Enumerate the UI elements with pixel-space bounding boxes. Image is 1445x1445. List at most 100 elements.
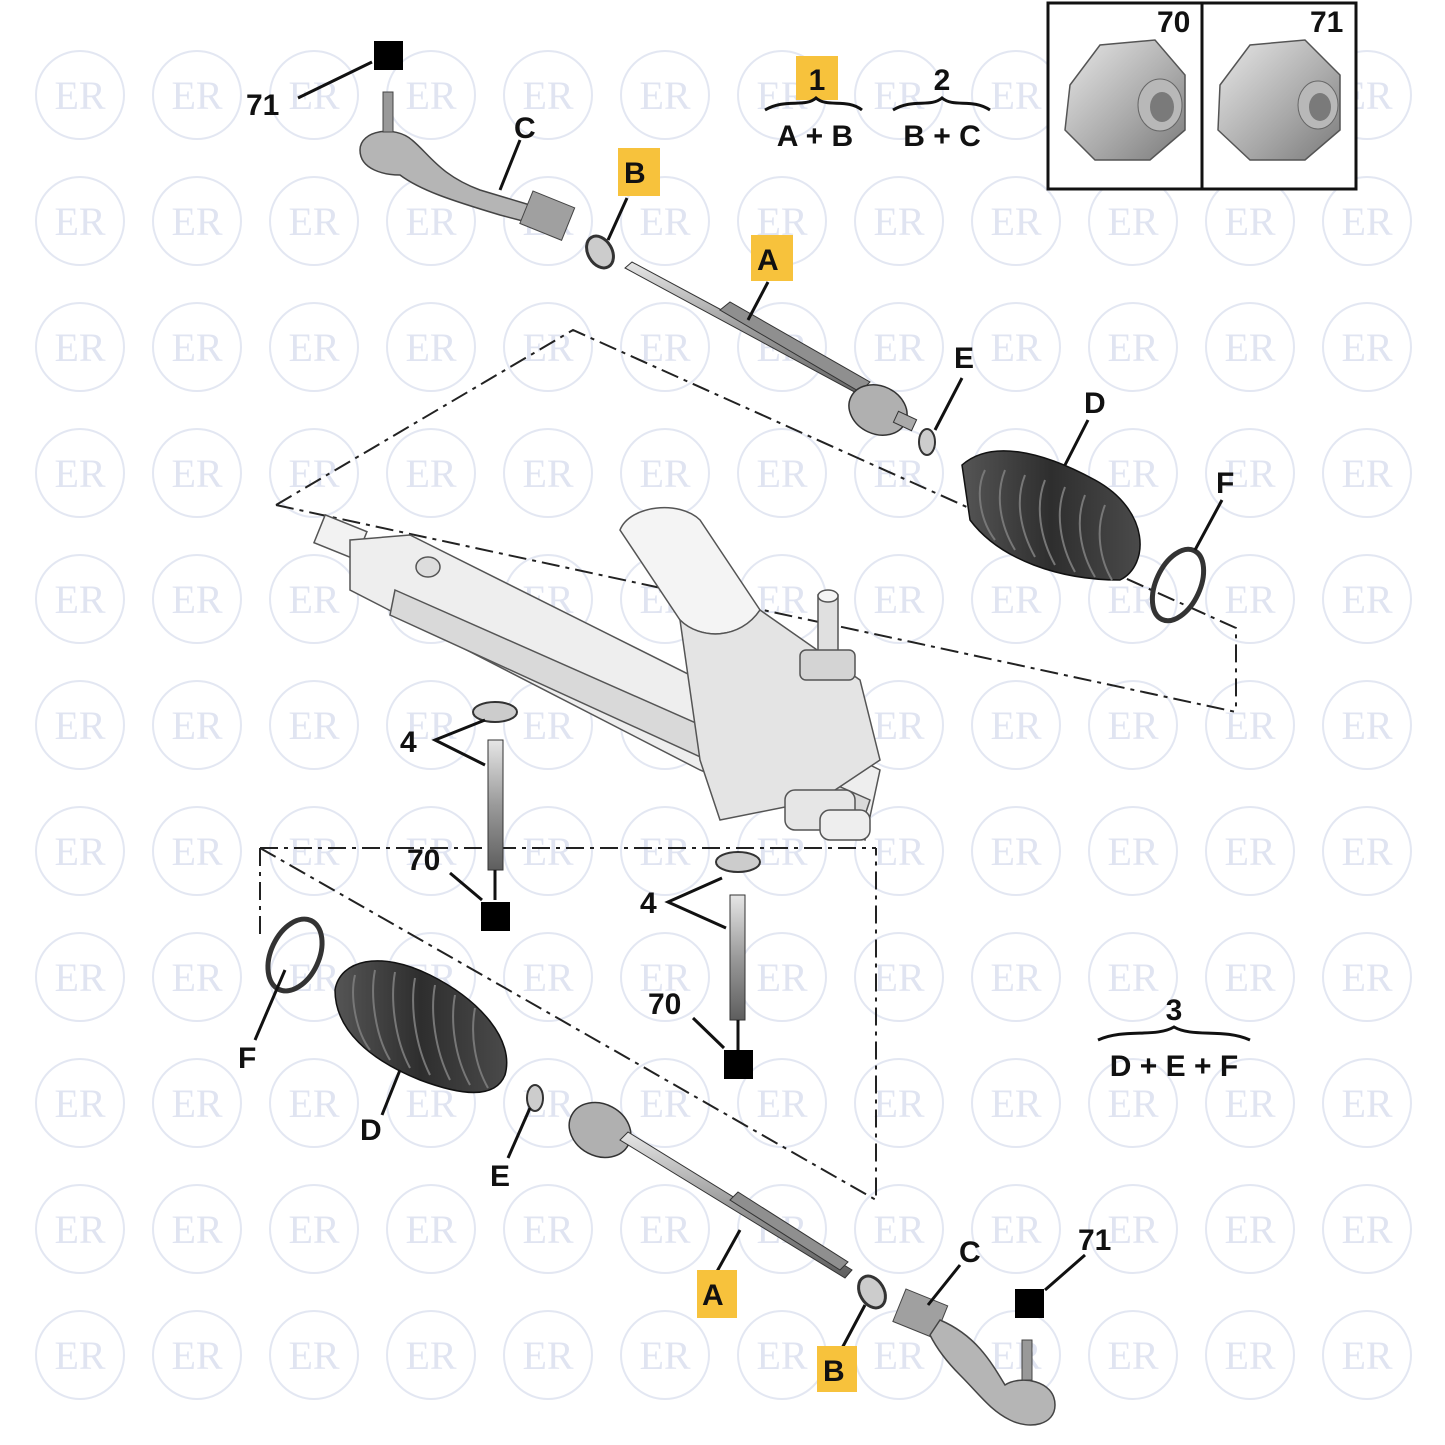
watermark-ring [269, 302, 359, 392]
kit-1-highlight [796, 56, 838, 100]
mount-bolt-mid [729, 894, 746, 1050]
watermark-ring [269, 1058, 359, 1148]
watermark-text: ER [54, 703, 105, 748]
watermark-ring [386, 806, 476, 896]
watermark-text: ER [288, 451, 339, 496]
callout-labels: 71 C B A E D F 4 70 4 70 F D E A B C 71 [238, 89, 1234, 1388]
watermark-text: ER [873, 577, 924, 622]
watermark-ring [737, 1184, 827, 1274]
watermark-ring [1205, 302, 1295, 392]
kit-1-formula: A + B [777, 120, 853, 153]
watermark-text: ER [1341, 703, 1392, 748]
watermark-text: ER [639, 1207, 690, 1252]
nut-markers [374, 41, 1044, 1318]
watermark-ring [35, 554, 125, 644]
watermark-text: ER [873, 1207, 924, 1252]
watermark-text: ER [756, 829, 807, 874]
watermark-text: ER [1224, 451, 1275, 496]
washer-b-bottom [857, 1274, 887, 1310]
mount-washer-mid [715, 851, 761, 873]
watermark-ring [269, 1310, 359, 1400]
watermark-text: ER [1107, 1081, 1158, 1126]
label-e-top: E [954, 342, 974, 375]
watermark-text: ER [171, 955, 222, 1000]
watermark-text: ER [54, 955, 105, 1000]
watermark-text: ER [288, 1081, 339, 1126]
watermark-ring [152, 806, 242, 896]
watermark-text: ER [990, 1207, 1041, 1252]
inner-tie-rod-top [624, 261, 918, 436]
watermark-text: ER [873, 1081, 924, 1126]
label-d-bottom: D [360, 1114, 382, 1147]
watermark-ring [620, 1058, 710, 1148]
washer-b-top [585, 234, 615, 270]
watermark-text: ER [1107, 451, 1158, 496]
watermark-text: ER [522, 1333, 573, 1378]
watermark-text: ER [1107, 829, 1158, 874]
watermark-text: ER [171, 451, 222, 496]
watermark-text: ER [990, 1081, 1041, 1126]
steering-rack-housing [313, 507, 881, 842]
watermark-text: ER [522, 703, 573, 748]
watermark-ring [152, 1058, 242, 1148]
watermark-text: ER [288, 955, 339, 1000]
watermark-text: ER [522, 73, 573, 118]
highlight-boxes [618, 148, 857, 1392]
watermark-text: ER [405, 1333, 456, 1378]
watermark-ring [620, 806, 710, 896]
watermark-ring [971, 302, 1061, 392]
watermark-ring [386, 302, 476, 392]
watermark-ring [620, 1184, 710, 1274]
watermark-text: ER [756, 451, 807, 496]
label-71-bottom: 71 [1078, 1224, 1111, 1257]
watermark-text: ER [522, 829, 573, 874]
watermark-ring [854, 176, 944, 266]
watermark-text: ER [873, 199, 924, 244]
label-4-left: 4 [400, 726, 417, 759]
watermark-ring [152, 302, 242, 392]
watermark-ring [971, 176, 1061, 266]
label-b-top: B [624, 157, 646, 190]
bellows-boot-top [961, 450, 1141, 581]
watermark-ring [503, 1184, 593, 1274]
watermark-ring [971, 1184, 1061, 1274]
watermark-text: ER [990, 325, 1041, 370]
marker-71-top [374, 41, 403, 70]
watermark-ring [1088, 1058, 1178, 1148]
watermark-text: ER [171, 1207, 222, 1252]
watermark-text: ER [873, 1333, 924, 1378]
watermark-ring [269, 176, 359, 266]
inner-tie-rod-bottom [568, 1101, 853, 1279]
label-f-bottom: F [238, 1042, 256, 1075]
watermark-text: ER [54, 577, 105, 622]
watermark-ring [269, 428, 359, 518]
watermark-ring [35, 176, 125, 266]
label-70-mid: 70 [648, 988, 681, 1021]
nut-71-image [1217, 39, 1341, 161]
label-4-mid: 4 [640, 887, 657, 920]
kit-1-number: 1 [809, 64, 826, 97]
inset-label-71: 71 [1310, 6, 1343, 39]
watermark-ring [1205, 932, 1295, 1022]
watermark-ring [620, 302, 710, 392]
nut-inset: 70 71 [1046, 1, 1358, 191]
assembly-frame-bottom [259, 847, 877, 1202]
watermark-text: ER [405, 199, 456, 244]
watermark-ring [1322, 554, 1412, 644]
watermark-text: ER [873, 451, 924, 496]
watermark-ring [1322, 428, 1412, 518]
watermark-ring [854, 302, 944, 392]
label-e-bottom: E [490, 1160, 510, 1193]
watermark-text: ER [288, 1333, 339, 1378]
watermark-ring [503, 50, 593, 140]
watermark-text: ER [1224, 577, 1275, 622]
mount-washer-left [472, 701, 518, 723]
watermark-ring [503, 428, 593, 518]
watermark-ring [854, 50, 944, 140]
watermark-text: ER [1341, 577, 1392, 622]
watermark-text: ER [873, 955, 924, 1000]
watermark-text: ER [1224, 325, 1275, 370]
watermark-ring [620, 1310, 710, 1400]
watermark-ring [971, 806, 1061, 896]
